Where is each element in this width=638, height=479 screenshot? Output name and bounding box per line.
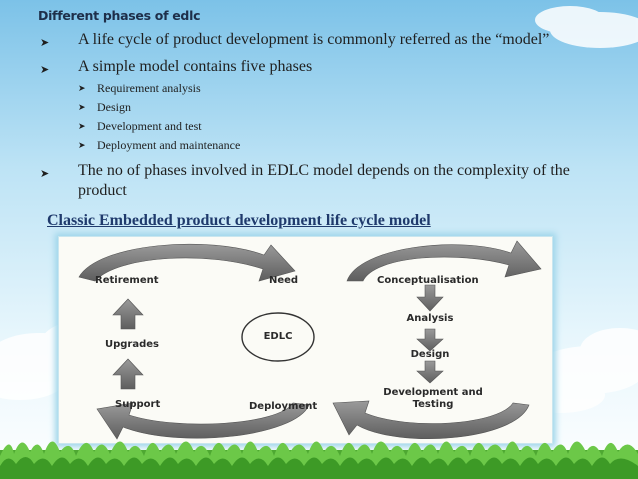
arrow-bullet-icon: ➤ [78,141,86,151]
phase-upgrades: Upgrades [105,339,160,350]
curved-arrow-top-left [78,243,296,282]
bullet-text: A simple model contains five phases [78,58,313,75]
sub-bullet-text: Design [97,100,131,114]
phase-testing: Testing [412,399,454,410]
sub-bullet-item: ➤ Requirement analysis [40,81,620,96]
diagram-arrows [78,240,542,440]
diagram-title: Classic Embedded product development lif… [47,212,431,229]
phase-support: Support [115,399,161,410]
down-arrow-icon [416,360,444,384]
phase-analysis: Analysis [406,313,454,324]
edlc-center-ellipse [241,312,315,362]
curved-arrow-top-right [346,240,542,282]
sub-bullet-text: Deployment and maintenance [97,138,241,152]
arrow-bullet-icon: ➤ [78,84,86,94]
sub-bullet-item: ➤ Design [40,100,620,115]
sub-bullet-item: ➤ Deployment and maintenance [40,138,620,153]
bullet-item: ➤ A life cycle of product development is… [40,30,620,50]
phase-development: Development and [383,387,483,398]
phase-need: Need [269,275,299,286]
phase-retirement: Retirement [95,275,159,286]
sub-bullet-text: Development and test [97,119,202,133]
bullet-text: A life cycle of product development is c… [78,31,550,48]
arrow-bullet-icon: ➤ [78,122,86,132]
arrow-bullet-icon: ➤ [78,103,86,113]
arrow-bullet-icon: ➤ [40,36,50,49]
phase-conceptualisation: Conceptualisation [377,275,479,286]
bullet-list: ➤ A life cycle of product development is… [40,30,620,208]
arrow-bullet-icon: ➤ [40,63,50,76]
down-arrow-icon [416,284,444,312]
bullet-item: ➤ The no of phases involved in EDLC mode… [40,161,618,201]
edlc-diagram: EDLC Retirement Need Conceptualisation A… [58,236,553,444]
edlc-center-label: EDLC [263,331,293,342]
slide-heading: Different phases of edlc [38,8,201,23]
arrow-bullet-icon: ➤ [40,167,50,180]
down-arrow-icon [416,328,444,352]
sub-bullet-text: Requirement analysis [97,81,201,95]
up-arrow-icon [112,298,144,330]
bullet-text: The no of phases involved in EDLC model … [78,162,570,199]
bullet-item: ➤ A simple model contains five phases [40,57,620,77]
sub-bullet-item: ➤ Development and test [40,119,620,134]
phase-deployment: Deployment [249,401,318,412]
curved-arrow-bottom-right [332,400,530,439]
curved-arrow-bottom-left [96,402,310,440]
phase-design: Design [410,349,450,360]
grass-decoration [0,441,638,479]
up-arrow-icon [112,358,144,390]
